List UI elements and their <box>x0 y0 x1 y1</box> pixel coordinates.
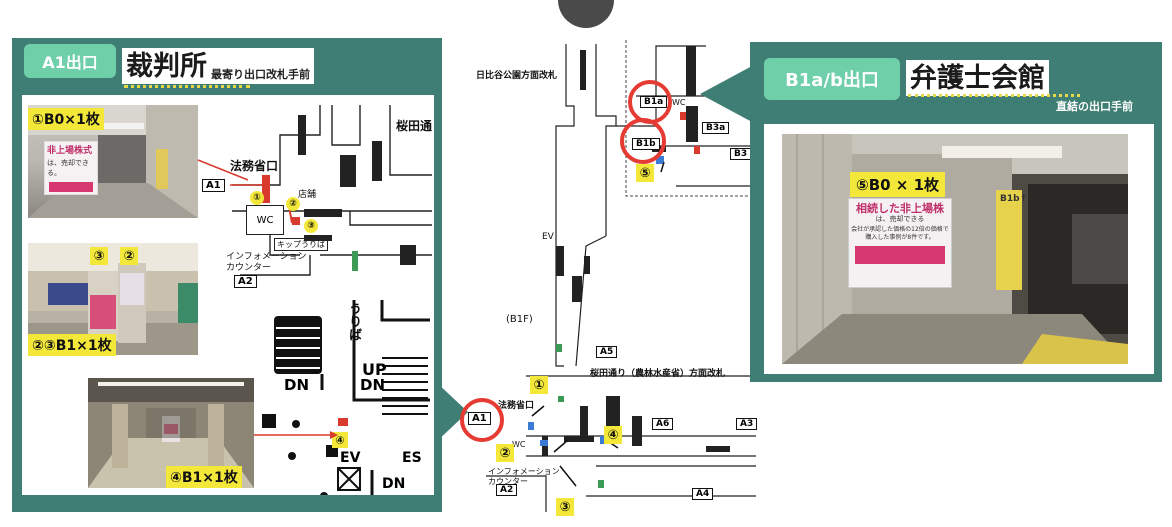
photo-5: 相続した非上場株 は、売却できる 会社が承認した価格の12倍の価格で 購入した事… <box>782 134 1128 364</box>
left-map-wc-text: WC <box>256 214 274 226</box>
photo3-label: ④B1×1枚 <box>166 466 242 488</box>
photo1-poster-line1: 非上場株式 <box>47 146 93 156</box>
center-info-2: カウンター <box>488 477 528 486</box>
left-zoom-map: うりば UP DN DN EV ES DN ④ <box>262 300 430 495</box>
photo2-label: ②③B1×1枚 <box>28 334 116 356</box>
zoom-dn-1: DN <box>284 376 310 394</box>
photo5-poster: 相続した非上場株 は、売却できる 会社が承認した価格の12倍の価格で 購入した事… <box>848 198 952 288</box>
left-map-info-2: カウンター <box>226 263 272 273</box>
center-ev: EV <box>542 232 554 242</box>
center-map-lines <box>486 40 756 512</box>
left-exit-tag: A1出口 <box>24 44 116 78</box>
photo2-marker-3: ③ <box>90 247 108 265</box>
photo5-poster-band <box>855 246 945 264</box>
center-a5: A5 <box>596 346 618 358</box>
right-title: 弁護士会館 <box>910 63 1045 94</box>
left-title-underline <box>124 85 250 88</box>
left-zoom-map-lines <box>262 300 430 495</box>
photo5-poster-line1: 相続した非上場株 <box>856 202 944 215</box>
left-connectors <box>197 159 338 439</box>
left-map-kiosk: キップうりば <box>274 238 328 251</box>
photo5-sign: B1b↑ <box>1000 194 1028 204</box>
photo5-poster-line2: は、売却できる <box>875 215 925 223</box>
center-hibiya: 日比谷公園方面改札 <box>476 71 558 81</box>
zoom-up: UP <box>362 360 387 379</box>
left-map-marker-2: ② <box>286 197 300 211</box>
center-b3a: B3a <box>702 122 730 134</box>
right-subtitle: 直結の出口手前 <box>1056 100 1133 113</box>
ring-b1a <box>628 80 672 124</box>
center-marker-1: ① <box>530 376 548 394</box>
left-map-exit-a2: A2 <box>234 275 257 288</box>
photo1-poster: 非上場株式 は、売却できる。 <box>44 141 98 195</box>
center-wc-2: WC <box>672 98 686 107</box>
right-pointer <box>700 66 752 122</box>
center-b3: B3 <box>730 148 752 160</box>
zoom-ev: EV <box>340 450 361 466</box>
center-b1f: (B1F) <box>506 314 533 325</box>
center-marker-4: ④ <box>604 426 622 444</box>
photo5-poster-line3: 会社が承認した価格の12倍の価格で <box>851 226 949 233</box>
left-subtitle: 最寄り出口改札手前 <box>211 68 310 81</box>
zoom-dn-3: DN <box>382 476 406 492</box>
center-marker-5: ⑤ <box>636 164 654 182</box>
photo1-poster-line2: は、売却できる。 <box>47 159 89 177</box>
center-a3: A3 <box>736 418 758 430</box>
left-map-shop: 店舗 <box>298 190 317 200</box>
photo1-poster-band <box>49 182 93 192</box>
left-map-exit-a1: A1 <box>202 179 225 192</box>
left-map-marker-1: ① <box>250 191 264 205</box>
ring-a1 <box>460 398 504 442</box>
photo2-marker-2: ② <box>120 247 138 265</box>
left-top-map-lines <box>230 105 432 276</box>
zoom-dn-2: DN <box>360 376 386 394</box>
right-title-underline <box>908 94 1080 97</box>
left-map-info-1: インフォメーション <box>226 252 307 262</box>
left-map-sakurada: 桜田通 <box>396 119 433 133</box>
left-top-map: A1 法務省口 WC 店舗 桜田通 キップうりば インフォメーション カウンター… <box>200 105 432 295</box>
center-a4: A4 <box>692 488 714 500</box>
right-exit-tag: B1a/b出口 <box>764 58 900 100</box>
photo1-label: ①B0×1枚 <box>28 108 104 130</box>
left-title: 裁判所 <box>126 51 207 82</box>
center-marker-2: ② <box>496 444 514 462</box>
left-title-box: 裁判所 最寄り出口改札手前 <box>122 48 314 84</box>
top-handle <box>558 0 614 28</box>
center-a6: A6 <box>652 418 674 430</box>
left-map-wc: WC <box>246 205 284 235</box>
right-title-box: 弁護士会館 <box>906 60 1049 96</box>
center-marker-3: ③ <box>556 498 574 516</box>
left-map-kasumi: 法務省口 <box>230 159 279 173</box>
center-sakurada-gate: 桜田通り（農林水産省）方面改札 <box>590 369 726 379</box>
center-wc: WC <box>512 440 526 449</box>
center-a2: A2 <box>496 484 518 496</box>
zoom-es: ES <box>402 450 422 466</box>
left-map-marker-3: ③ <box>304 219 318 233</box>
ring-b1b <box>620 118 666 164</box>
photo5-label: ⑤B0 × 1枚 <box>850 172 946 197</box>
photo-3 <box>88 378 254 488</box>
center-map: 日比谷公園方面改札 (B1F) EV A5 桜田通り（農林水産省）方面改札 法務… <box>456 36 758 516</box>
zoom-kiosk: うりば <box>346 302 361 341</box>
center-info-1: インフォメーション <box>488 467 560 476</box>
photo5-poster-line4: 購入した事例が8件です。 <box>865 234 935 241</box>
center-kasumi: 法務省口 <box>498 401 535 411</box>
